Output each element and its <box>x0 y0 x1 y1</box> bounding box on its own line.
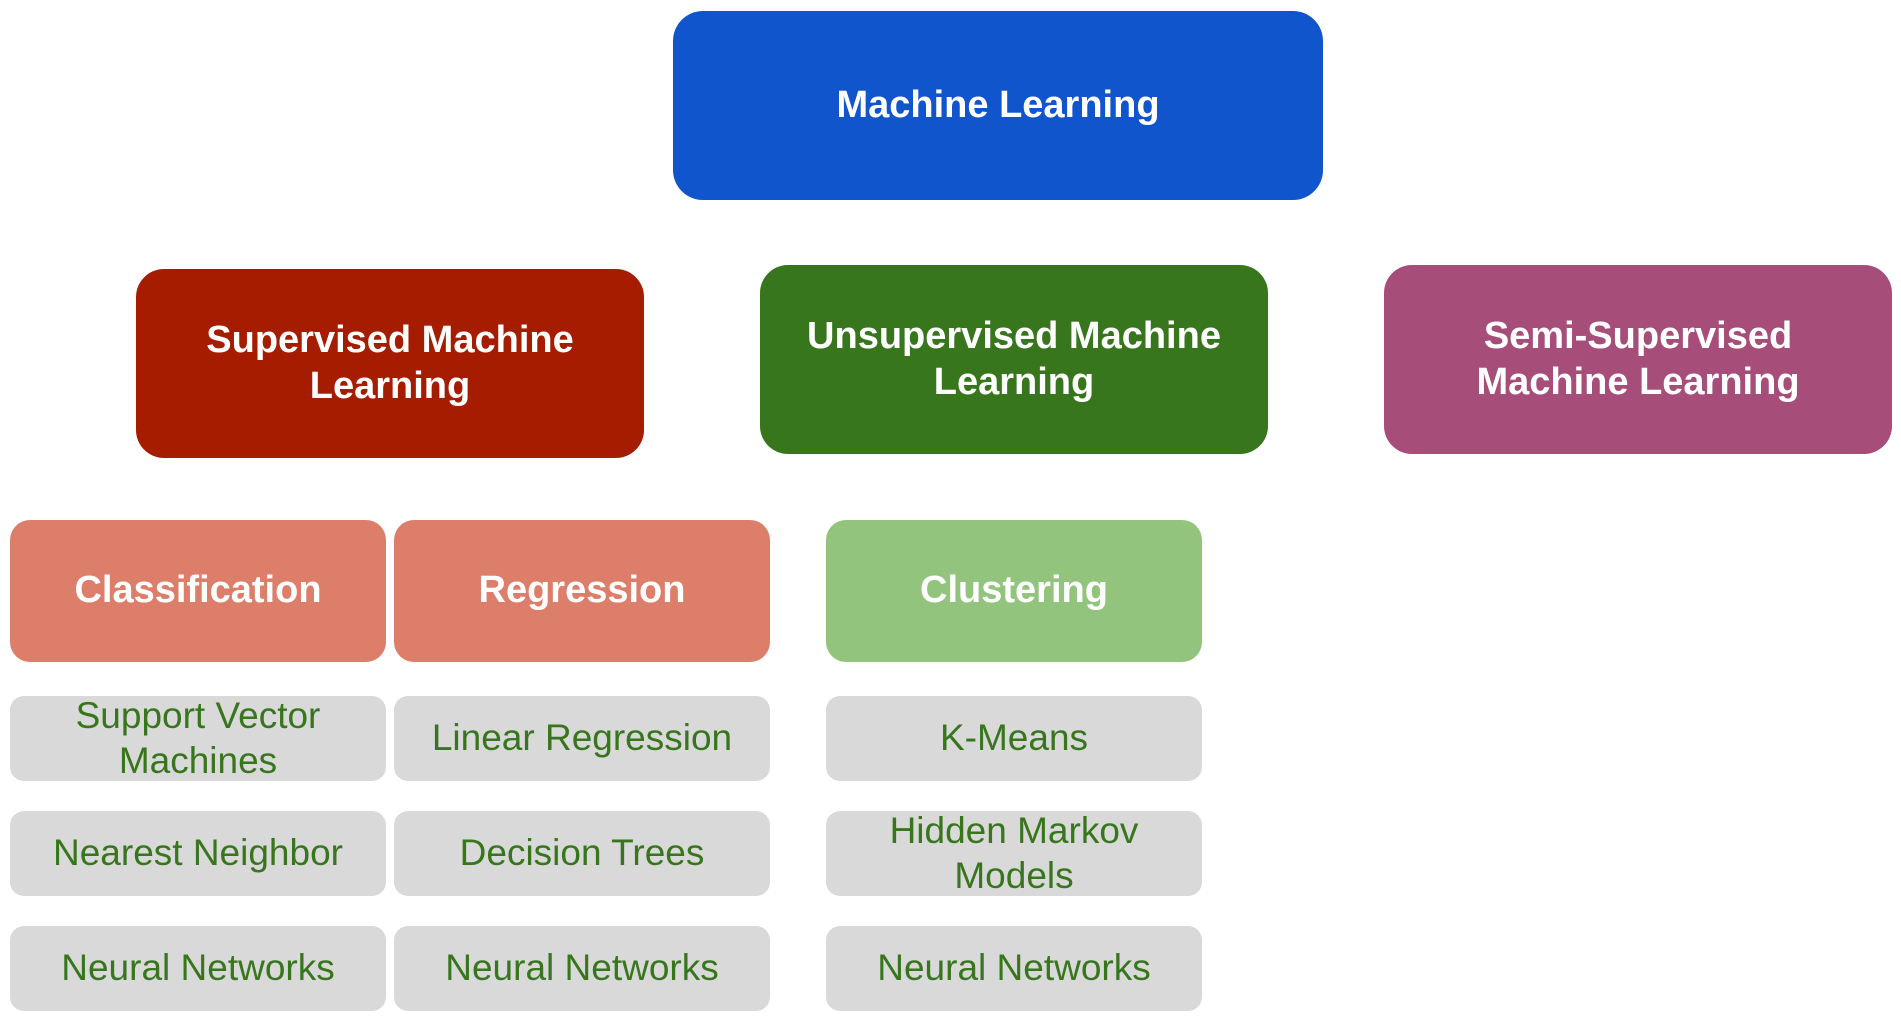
classification-node: Classification <box>10 520 386 662</box>
list-item: Decision Trees <box>394 811 770 896</box>
classification-label: Classification <box>74 569 322 612</box>
list-item: Neural Networks <box>10 926 386 1011</box>
list-item: Neural Networks <box>394 926 770 1011</box>
item-label: Nearest Neighbor <box>53 832 343 874</box>
supervised-ml-node: Supervised Machine Learning <box>136 269 644 458</box>
machine-learning-node: Machine Learning <box>673 11 1323 200</box>
semi-supervised-ml-label: Semi-Supervised Machine Learning <box>1476 314 1800 403</box>
semi-supervised-ml-node: Semi-Supervised Machine Learning <box>1384 265 1892 454</box>
regression-node: Regression <box>394 520 770 662</box>
machine-learning-label: Machine Learning <box>836 83 1160 126</box>
list-item: Linear Regression <box>394 696 770 781</box>
item-label: Neural Networks <box>877 947 1151 989</box>
item-label: Hidden Markov Models <box>889 810 1139 896</box>
list-item: Hidden Markov Models <box>826 810 1202 896</box>
item-label: Neural Networks <box>445 947 719 989</box>
clustering-node: Clustering <box>826 520 1202 662</box>
unsupervised-ml-node: Unsupervised Machine Learning <box>760 265 1268 454</box>
list-item: Nearest Neighbor <box>10 811 386 896</box>
list-item: K-Means <box>826 696 1202 781</box>
supervised-ml-label: Supervised Machine Learning <box>206 318 574 407</box>
regression-label: Regression <box>478 569 686 612</box>
list-item: Support Vector Machines <box>10 695 386 781</box>
list-item: Neural Networks <box>826 926 1202 1011</box>
item-label: Decision Trees <box>459 832 705 874</box>
clustering-label: Clustering <box>920 569 1108 612</box>
unsupervised-ml-label: Unsupervised Machine Learning <box>807 314 1221 403</box>
item-label: Support Vector Machines <box>75 695 321 781</box>
item-label: Linear Regression <box>431 717 733 759</box>
item-label: Neural Networks <box>61 947 335 989</box>
item-label: K-Means <box>939 717 1089 759</box>
